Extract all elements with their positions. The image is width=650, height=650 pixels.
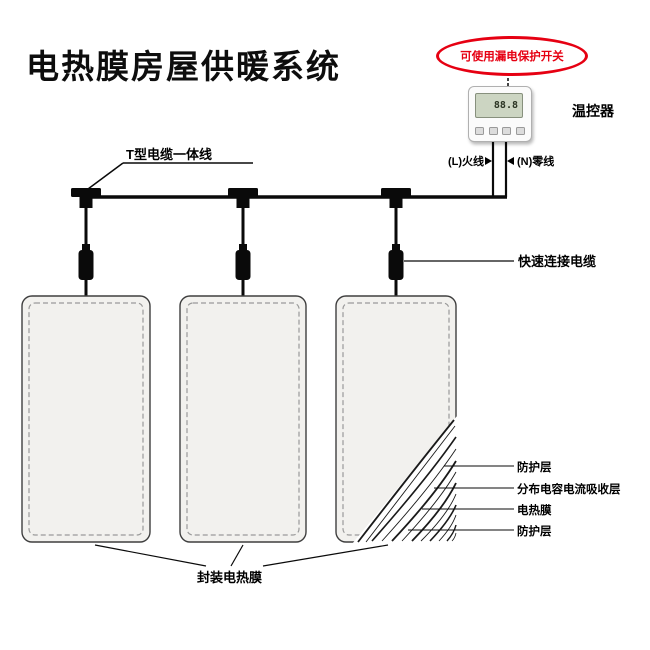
thermostat-wires — [485, 141, 514, 197]
plug-neck — [239, 244, 247, 251]
t-cable-leader-line — [87, 162, 253, 190]
footer-leader-lines — [94, 544, 389, 567]
plug-1 — [78, 250, 94, 280]
t-connector-3 — [381, 188, 411, 298]
thermostat-lcd-value: 88.8 — [493, 100, 518, 111]
plug-neck — [392, 244, 400, 251]
layer-label-heating-film: 电热膜 — [517, 505, 552, 517]
thermostat-device: 88.8 — [468, 86, 532, 142]
heating-panel-2 — [179, 295, 307, 543]
thermostat-button — [475, 127, 484, 135]
layer-label-protective-bottom: 防护层 — [517, 526, 552, 538]
heating-panel-1 — [21, 295, 151, 543]
leakage-protection-callout: 可使用漏电保护开关 — [436, 36, 588, 76]
live-wire-arrow-icon — [485, 157, 492, 165]
quick-cable-label: 快速连接电缆 — [518, 254, 597, 269]
neutral-wire-arrow-icon — [507, 157, 514, 165]
thermostat-button — [515, 127, 525, 135]
thermostat-button — [502, 127, 512, 135]
neutral-wire-label: (N)零线 — [517, 156, 555, 168]
t-cable-label: T型电缆一体线 — [126, 147, 212, 162]
layer-label-protective-top: 防护层 — [517, 462, 552, 474]
layer-leader-lines — [408, 465, 514, 531]
layer-label-capacitance-absorber: 分布电容电流吸收层 — [517, 484, 621, 496]
encapsulated-film-label: 封装电热膜 — [197, 570, 263, 585]
plug-neck — [82, 244, 90, 251]
thermostat-lcd: 88.8 — [475, 93, 523, 118]
t-connector-2 — [228, 188, 258, 298]
page-title: 电热膜房屋供暖系统 — [26, 48, 341, 85]
plug-3 — [388, 250, 404, 280]
plug-2 — [235, 250, 251, 280]
thermostat-label: 温控器 — [572, 103, 614, 119]
thermostat-buttons — [475, 127, 525, 135]
live-wire-label: (L)火线 — [447, 156, 484, 168]
thermostat-button — [488, 127, 498, 135]
t-connector-1 — [71, 188, 101, 298]
heating-panel-3 — [335, 295, 457, 544]
